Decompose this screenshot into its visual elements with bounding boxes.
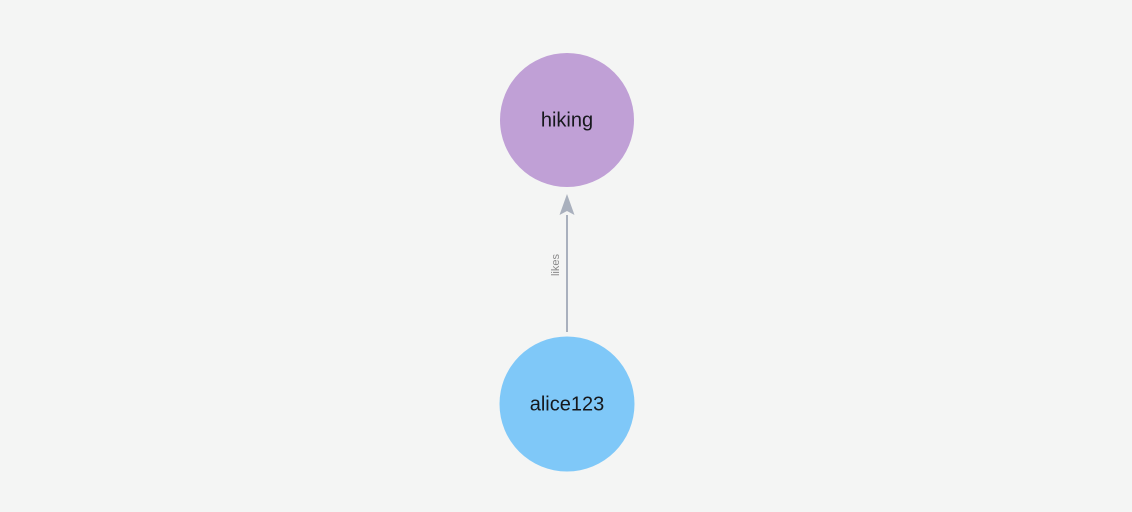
node-hiking[interactable]: hiking	[500, 53, 634, 187]
node-alice123[interactable]: alice123	[499, 336, 635, 472]
edge-label: likes	[550, 254, 562, 277]
graph-edges: likes	[550, 194, 575, 332]
edge-arrowhead-icon	[559, 194, 575, 215]
edge-alice123-likes-hiking[interactable]: likes	[550, 194, 575, 332]
node-label: alice123	[530, 393, 605, 415]
node-circle	[500, 53, 634, 187]
node-label: hiking	[541, 109, 593, 131]
node-circle	[499, 336, 635, 472]
graph-nodes: hiking alice123	[499, 53, 635, 472]
